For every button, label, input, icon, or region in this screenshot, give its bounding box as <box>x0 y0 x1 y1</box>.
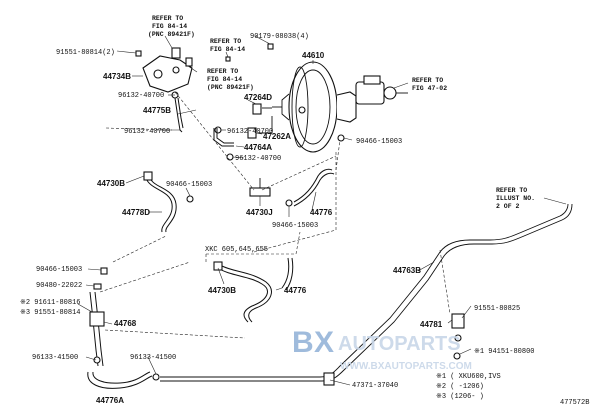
label-xkc: XKC 605,645,655 <box>205 246 268 254</box>
part-90466-15003-c: 90466-15003 <box>272 222 318 230</box>
master-cylinder <box>355 75 408 105</box>
part-96133-41500-a: 96133-41500 <box>32 354 78 362</box>
refer-fig-84-14-c-line1: REFER TO <box>207 68 238 75</box>
part-96132-40700-d: 96132-40700 <box>235 155 281 163</box>
refer-fig-84-14-c-line2: FIG 84-14 <box>207 76 242 83</box>
refer-fig-84-14-a-line1: REFER TO <box>152 15 183 22</box>
refer-illust-line2: ILLUST NO. <box>496 195 535 202</box>
refer-fig-84-14-b-line1: REFER TO <box>210 38 241 45</box>
watermark-logo-b: B <box>292 326 314 359</box>
note-3: ※3 (1206- ) <box>436 393 484 401</box>
part-44730b-a: 44730B <box>97 179 125 188</box>
part-44781: 44781 <box>420 320 443 329</box>
part-96132-40700-a: 96132-40700 <box>118 92 164 100</box>
watermark-url: WWW.BXAUTOPARTS.COM <box>340 361 472 372</box>
part-90466-15003-b: 90466-15003 <box>166 181 212 189</box>
check-valve <box>249 178 271 197</box>
part-90466-15003-a: 90466-15003 <box>356 138 402 146</box>
part-91551-80814: 91551-80814(2) <box>56 49 115 57</box>
part-44768: 44768 <box>114 319 137 328</box>
part-91611-80816: ※2 91611-80816 <box>20 299 80 307</box>
part-91551-80814-b: ※3 91551-80814 <box>20 309 80 317</box>
part-47264d: 47264D <box>244 93 272 102</box>
refer-illust-line3: 2 OF 2 <box>496 203 520 210</box>
refer-fig-84-14-b-line2: FIG 84-14 <box>210 46 245 53</box>
part-44730b-b: 44730B <box>208 286 236 295</box>
part-44776a: 44776A <box>96 396 124 405</box>
part-90179-08038: 90179-08038(4) <box>250 33 309 41</box>
refer-fig-84-14-a-line2: FIG 84-14 <box>152 23 187 30</box>
part-96132-40700-c: 96132-40700 <box>227 128 273 136</box>
part-47371-37040: 47371-37040 <box>352 382 398 390</box>
refer-fig-84-14-a-line3: (PNC 89421F) <box>148 31 195 38</box>
part-91551-80825: 91551-80825 <box>474 305 520 313</box>
part-44610: 44610 <box>302 51 325 60</box>
watermark: B X AUTOPARTS WWW.BXAUTOPARTS.COM <box>292 326 472 372</box>
bracket-assembly <box>142 47 193 93</box>
part-47262a: 47262A <box>263 132 291 141</box>
part-44763b: 44763B <box>393 266 421 275</box>
part-96132-40700-b: 96132-40700 <box>124 128 170 136</box>
note-2: ※2 ( -1206) <box>436 383 484 391</box>
refer-fig-47-02-line1: REFER TO <box>412 77 443 84</box>
watermark-logo-x: X <box>314 326 334 359</box>
figure-number: 477572B <box>560 399 589 407</box>
brake-booster <box>272 61 357 153</box>
note-1: ※1 ( XKU600,IVS <box>436 373 501 381</box>
part-94151-80800: ※1 94151-80800 <box>474 348 534 356</box>
part-44778d: 44778D <box>122 208 150 217</box>
refer-fig-47-02-line2: FIG 47-02 <box>412 85 447 92</box>
part-90480-22022: 90480-22022 <box>36 282 82 290</box>
watermark-logo-text: AUTOPARTS <box>338 333 461 355</box>
part-44730j: 44730J <box>246 208 273 217</box>
part-90466-15003-d: 90466-15003 <box>36 266 82 274</box>
part-44776-b: 44776 <box>284 286 307 295</box>
refer-illust-line1: REFER TO <box>496 187 527 194</box>
refer-fig-84-14-c-line3: (PNC 89421F) <box>207 84 254 91</box>
part-44734b: 44734B <box>103 72 131 81</box>
part-96133-41500-b: 96133-41500 <box>130 354 176 362</box>
part-44764a: 44764A <box>244 143 272 152</box>
part-44776-a: 44776 <box>310 208 333 217</box>
part-44775b: 44775B <box>143 106 171 115</box>
